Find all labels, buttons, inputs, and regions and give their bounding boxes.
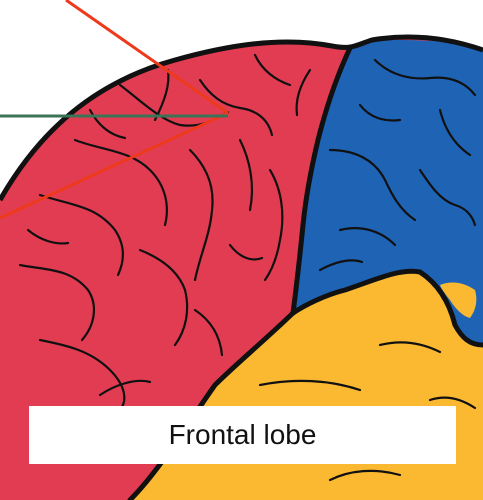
red-pointer-line-upper [65, 0, 229, 115]
label-box: Frontal lobe [29, 406, 456, 464]
lobe-boundaries [127, 45, 483, 500]
parietal-lobe-region [293, 39, 483, 346]
frontal-lobe-label: Frontal lobe [168, 419, 317, 450]
red-pointer-line-lower [0, 111, 229, 220]
temporal-lobe-notch [440, 282, 477, 318]
brain-outline [0, 34, 483, 202]
